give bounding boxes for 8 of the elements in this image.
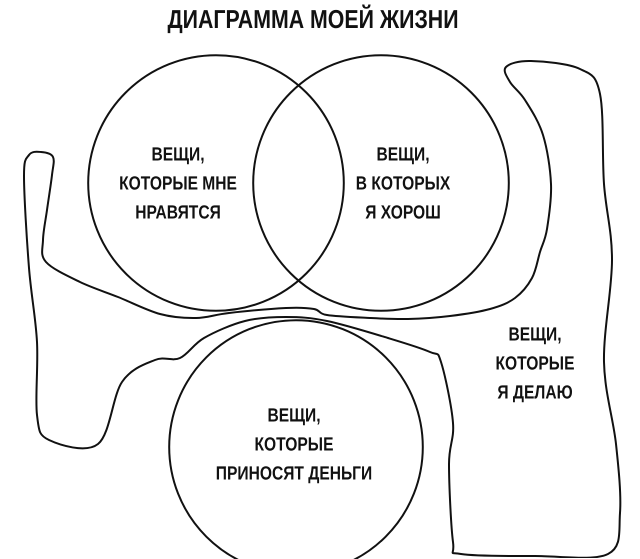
venn-circle xyxy=(252,54,510,312)
circle-label: ВЕЩИ, КОТОРЫЕ ПРИНОСЯТ ДЕНЬГИ xyxy=(216,404,372,486)
freeform-region xyxy=(22,59,622,558)
circle-label: ВЕЩИ, КОТОРЫЕ МНЕ НРАВЯТСЯ xyxy=(119,144,237,226)
diagram-title: ДИАГРАММА МОЕЙ ЖИЗНИ xyxy=(167,4,459,34)
venn-circle xyxy=(87,54,345,312)
region-label: ВЕЩИ, КОТОРЫЕ Я ДЕЛАЮ xyxy=(496,324,574,406)
circle-label: ВЕЩИ, В КОТОРЫХ Я ХОРОШ xyxy=(356,144,450,226)
